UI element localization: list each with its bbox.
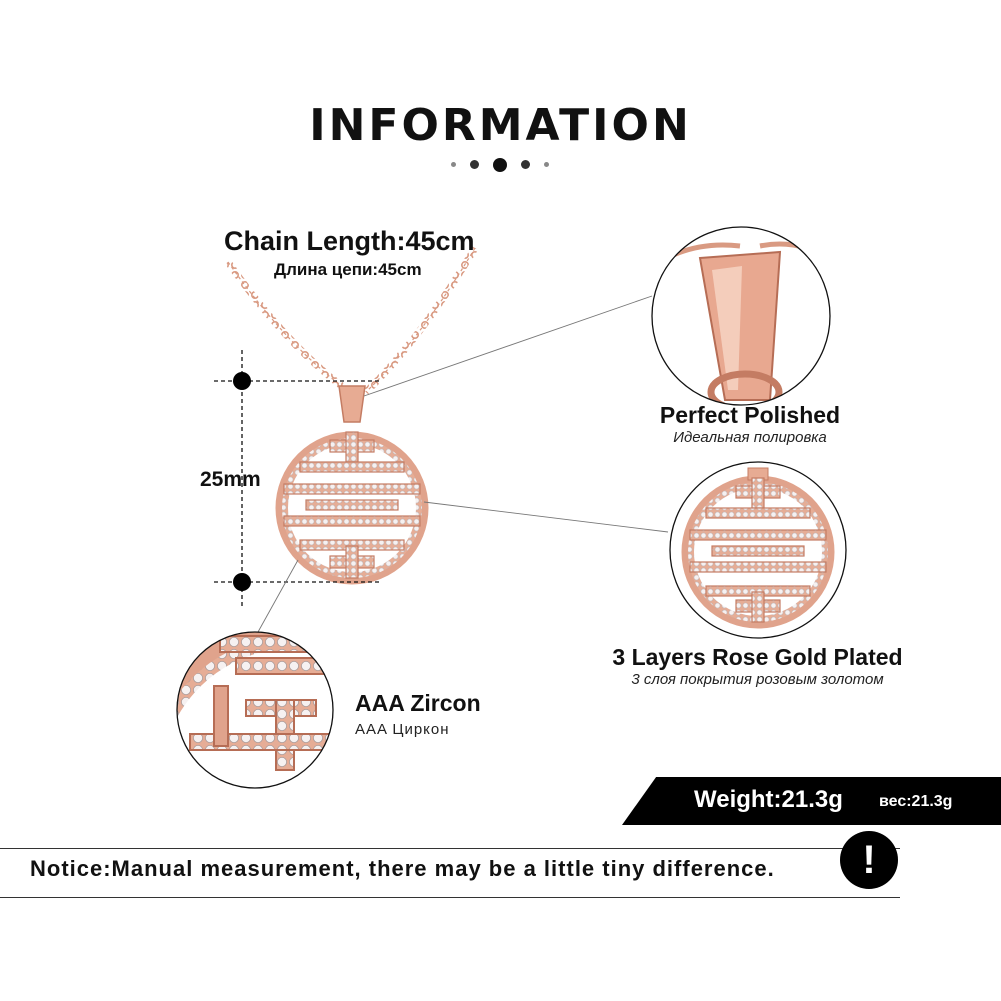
feature-plated-subtitle: 3 слоя покрытия розовым золотом bbox=[631, 671, 884, 688]
pendant bbox=[275, 431, 429, 585]
pagination-dot bbox=[451, 162, 456, 167]
weight-label-ru: вес:21.3g bbox=[879, 793, 953, 810]
leader-lines bbox=[257, 295, 669, 633]
pagination-dot bbox=[521, 160, 530, 169]
feature-plated-title: 3 Layers Rose Gold Plated bbox=[612, 644, 903, 670]
feature-zircon-subtitle: AAA Циркон bbox=[355, 721, 450, 738]
feature-polished-subtitle: Идеальная полировка bbox=[673, 429, 827, 446]
zoom-zircon bbox=[176, 631, 334, 789]
pagination-dot-active bbox=[493, 158, 507, 172]
chain-length-label-ru: Длина цепи:45cm bbox=[274, 260, 422, 279]
alert-icon bbox=[840, 831, 898, 889]
notice-text: Notice:Manual measurement, there may be … bbox=[30, 856, 775, 881]
dimension-marker-icon bbox=[214, 350, 380, 608]
pendant-bail bbox=[338, 385, 366, 423]
weight-banner bbox=[622, 777, 1001, 825]
zoom-bail bbox=[651, 226, 831, 406]
zoom-pendant bbox=[669, 461, 847, 639]
feature-zircon-title: AAA Zircon bbox=[355, 690, 481, 716]
pendant-size-label: 25mm bbox=[200, 468, 261, 491]
pagination-dot bbox=[470, 160, 479, 169]
chain-length-label: Chain Length:45cm bbox=[224, 226, 475, 256]
page-title: INFORMATION bbox=[309, 100, 692, 151]
feature-polished-title: Perfect Polished bbox=[659, 402, 841, 428]
weight-label: Weight:21.3g bbox=[694, 786, 843, 813]
alert-icon-glyph: ! bbox=[862, 838, 876, 882]
notice-box bbox=[0, 848, 900, 898]
pagination-dot bbox=[544, 162, 549, 167]
